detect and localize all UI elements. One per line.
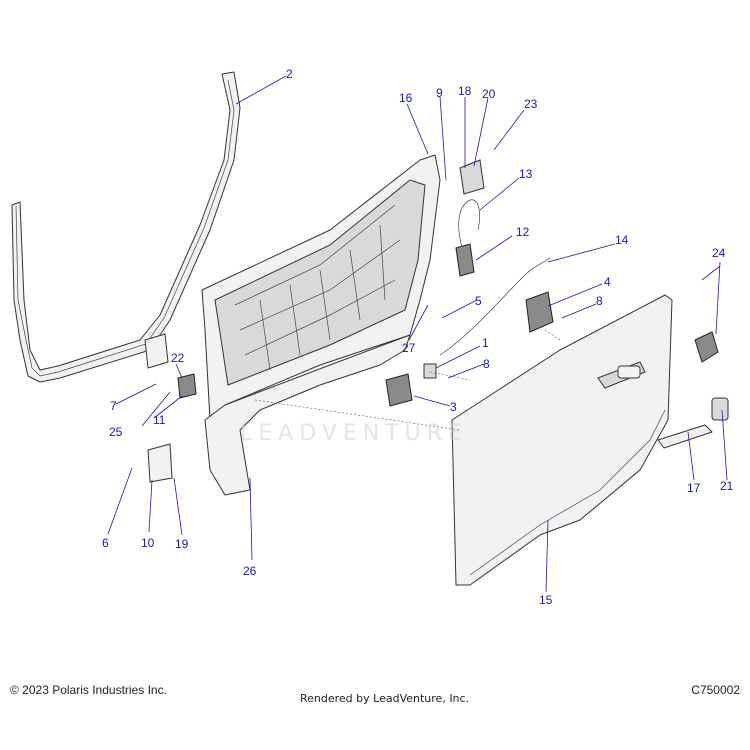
callout-6[interactable]: 6	[102, 536, 109, 550]
callout-16[interactable]: 16	[399, 91, 413, 105]
callout-22[interactable]: 22	[171, 351, 185, 365]
callout-2[interactable]: 2	[286, 67, 293, 81]
callout-11[interactable]: 11	[153, 413, 166, 427]
bracket-part-1[interactable]	[423, 363, 437, 379]
callout-21[interactable]: 21	[720, 479, 734, 493]
callout-10[interactable]: 10	[141, 536, 155, 550]
callout-19[interactable]: 19	[175, 537, 189, 551]
callout-labels: 1 2 3 4 5 6 7 8 8 9 10 11 12 13 14 15 16…	[102, 67, 734, 607]
callout-1[interactable]: 1	[482, 336, 489, 350]
diagram-code: C750002	[691, 683, 740, 697]
check-strap-part-11[interactable]	[177, 373, 197, 399]
door-seal-part-2[interactable]	[11, 71, 241, 383]
callout-4[interactable]: 4	[604, 275, 611, 289]
latch-assembly-part-4[interactable]	[525, 291, 554, 333]
lower-hinge-part-10[interactable]	[147, 443, 173, 483]
callout-14[interactable]: 14	[615, 233, 629, 247]
rendered-by-text: Rendered by LeadVenture, Inc.	[300, 692, 470, 705]
callout-15[interactable]: 15	[539, 593, 553, 607]
upper-hinge[interactable]	[144, 333, 169, 369]
inside-handle-part-3[interactable]	[385, 373, 413, 407]
handle-cap-part-21[interactable]	[711, 397, 729, 421]
inner-door-frame-part-26[interactable]	[201, 154, 441, 496]
callout-8-upper[interactable]: 8	[596, 294, 603, 308]
outer-door-panel-part-15[interactable]	[451, 294, 673, 586]
callout-25[interactable]: 25	[109, 425, 123, 439]
callout-5[interactable]: 5	[475, 294, 482, 308]
callout-7[interactable]: 7	[110, 399, 117, 413]
bracket-part-12[interactable]	[455, 243, 475, 277]
callout-23[interactable]: 23	[524, 97, 538, 111]
hinge-part-18[interactable]	[459, 159, 485, 195]
cable-part-14[interactable]	[439, 257, 551, 356]
callout-8-lower[interactable]: 8	[483, 357, 490, 371]
callout-18[interactable]: 18	[458, 84, 472, 98]
cable-part-13[interactable]	[458, 199, 480, 249]
callout-9[interactable]: 9	[436, 86, 443, 100]
callout-12[interactable]: 12	[516, 225, 530, 239]
copyright-text: © 2023 Polaris Industries Inc.	[10, 683, 167, 697]
callout-3[interactable]: 3	[450, 400, 457, 414]
callout-13[interactable]: 13	[519, 167, 533, 181]
callout-17[interactable]: 17	[687, 481, 701, 495]
callout-24[interactable]: 24	[712, 246, 726, 260]
latch-part-24[interactable]	[694, 331, 719, 363]
watermark-text: LEADVENTURE	[240, 421, 468, 446]
callout-26[interactable]: 26	[243, 564, 257, 578]
outside-handle-part-17[interactable]	[657, 424, 713, 449]
callout-27[interactable]: 27	[402, 341, 416, 355]
leader-lines	[107, 75, 728, 593]
callout-20[interactable]: 20	[482, 87, 496, 101]
